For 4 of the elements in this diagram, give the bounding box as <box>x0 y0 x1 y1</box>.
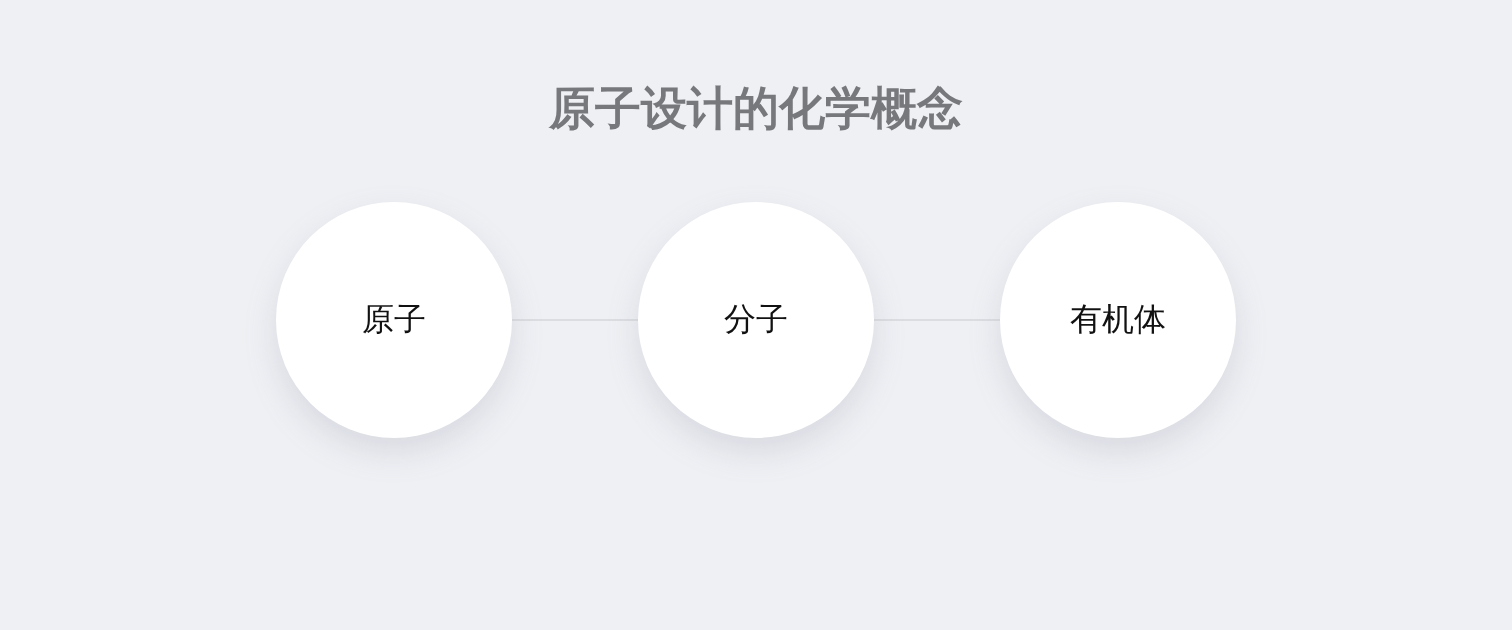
circle-node: 原子 <box>276 202 512 438</box>
title: 原子设计的化学概念 <box>547 80 964 137</box>
circle-node: 有机体 <box>1000 202 1236 438</box>
circle-node: 分子 <box>638 202 874 438</box>
